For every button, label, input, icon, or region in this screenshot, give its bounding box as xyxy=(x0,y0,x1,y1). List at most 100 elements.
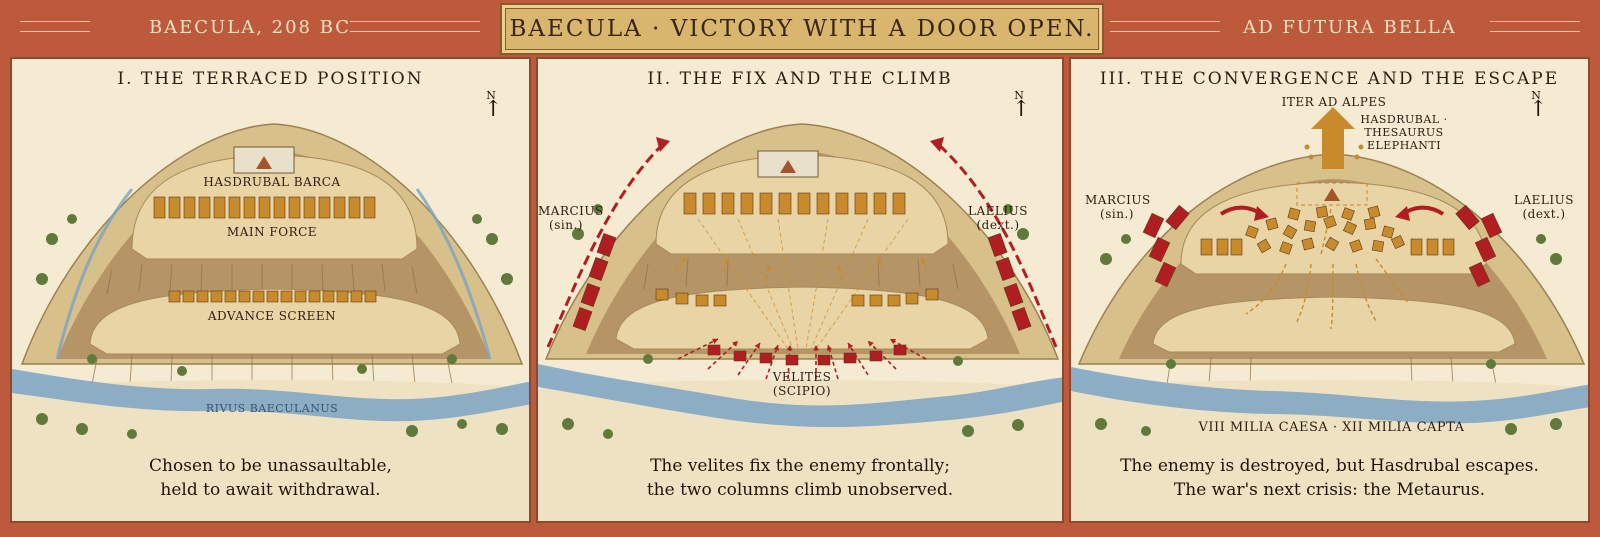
north-arrow-icon: N↑ xyxy=(484,89,503,122)
laelius-column-unit xyxy=(1480,212,1503,239)
routed-unit xyxy=(1303,219,1317,233)
routed-unit xyxy=(1371,239,1385,253)
label-marcius: MARCIUS(sin.) xyxy=(1085,193,1150,221)
label-laelius: LAELIUS(dext.) xyxy=(968,204,1028,232)
panel-2-map xyxy=(538,123,1062,521)
header-right-text: AD FUTURA BELLA xyxy=(1243,16,1457,38)
panel-2-trees xyxy=(562,204,1029,439)
marcius-column-unit xyxy=(1154,261,1177,288)
velites-arrow-head xyxy=(826,345,833,351)
advance-unit xyxy=(252,290,265,303)
laelius-column-unit xyxy=(1468,261,1491,288)
header-left-text: BAECULA, 208 BC xyxy=(148,16,352,38)
north-label: N xyxy=(486,89,496,102)
velites-arrow-head xyxy=(754,343,760,349)
main-force-unit xyxy=(1216,238,1229,256)
label-marcius-side: (sin.) xyxy=(549,218,583,232)
advance-unit xyxy=(322,290,335,303)
velites-unit xyxy=(817,354,831,366)
panel-1-river xyxy=(12,369,529,422)
main-force-unit xyxy=(333,196,346,219)
panel-2-caption: The velites fix the enemy frontally; the… xyxy=(538,454,1062,502)
label-escape-line-3: ELEPHANTI xyxy=(1366,139,1442,152)
routed-unit xyxy=(1367,205,1381,219)
velites-unit xyxy=(785,354,799,366)
label-hasdrubal-barca: HASDRUBAL BARCA xyxy=(203,175,341,189)
panel-2-river xyxy=(538,364,1062,428)
label-marcius: MARCIUS(sin.) xyxy=(538,204,603,232)
velites-unit xyxy=(893,344,907,356)
main-force-unit xyxy=(1230,238,1243,256)
laelius-column-unit xyxy=(1455,204,1480,231)
label-velites-sub: (SCIPIO) xyxy=(772,384,832,398)
routed-unit xyxy=(1390,234,1406,250)
marcius-column-unit xyxy=(1142,212,1165,239)
main-force-unit xyxy=(228,196,241,219)
velites-arrow-head xyxy=(712,338,718,344)
advance-unit xyxy=(851,294,865,307)
panel-2-units xyxy=(572,192,1032,380)
routed-unit xyxy=(1315,205,1329,219)
panel-1: I. THE TERRACED POSITION N↑ HASDRUBAL BA… xyxy=(10,57,531,523)
routed-unit xyxy=(1363,217,1377,231)
advance-unit xyxy=(713,294,727,307)
main-force-unit xyxy=(683,192,697,215)
main-force-unit xyxy=(816,192,830,215)
panel-2-caption-line-1: The velites fix the enemy frontally; xyxy=(650,456,950,476)
label-velites: VELITES(SCIPIO) xyxy=(742,370,862,398)
label-escape-line-2: THESAURUS xyxy=(1364,126,1444,139)
advance-unit xyxy=(280,290,293,303)
label-velites-name: VELITES xyxy=(772,370,832,384)
panel-3-escape-arrow xyxy=(1311,107,1355,169)
panel-2-caption-line-2: the two columns climb unobserved. xyxy=(646,480,954,500)
panel-3-caption-line-2: The war's next crisis: the Metaurus. xyxy=(1173,480,1486,500)
header-right-band: AD FUTURA BELLA xyxy=(1110,4,1590,50)
panel-1-title: I. THE TERRACED POSITION xyxy=(117,69,424,89)
label-laelius-side: (dext.) xyxy=(976,218,1020,232)
advance-unit xyxy=(350,290,363,303)
panel-1-trees xyxy=(36,214,513,439)
main-force-unit xyxy=(1410,238,1423,256)
advance-unit xyxy=(182,290,195,303)
velites-arrow xyxy=(787,344,791,380)
label-casualties: VIII MILIA CAESA · XII MILIA CAPTA xyxy=(1198,420,1465,435)
advance-arrow-head xyxy=(723,257,730,263)
velites-arrow xyxy=(765,344,779,380)
marcius-column-unit xyxy=(572,306,593,332)
main-force-unit xyxy=(854,192,868,215)
velites-unit xyxy=(733,350,747,362)
main-force-unit xyxy=(258,196,271,219)
advance-unit xyxy=(294,290,307,303)
velites-unit xyxy=(843,352,857,364)
main-force-unit xyxy=(303,196,316,219)
advance-unit xyxy=(655,288,669,301)
velites-arrow-head xyxy=(786,345,793,351)
panel-1-map xyxy=(12,123,529,521)
routed-unit xyxy=(1279,241,1293,255)
advance-unit xyxy=(224,290,237,303)
marcius-column-unit xyxy=(588,256,609,282)
panel-1-caption-line-1: Chosen to be unassaultable, xyxy=(149,456,392,476)
label-laelius-name: LAELIUS xyxy=(1514,193,1574,207)
main-force-unit xyxy=(740,192,754,215)
main-force-unit xyxy=(797,192,811,215)
velites-arrow-head xyxy=(890,339,896,345)
marcius-column-unit xyxy=(1165,204,1190,231)
panel-3-abandoned-camp xyxy=(1296,182,1368,206)
advance-unit xyxy=(675,292,689,305)
advance-unit xyxy=(168,290,181,303)
main-force-unit xyxy=(1200,238,1213,256)
velites-arrow xyxy=(827,344,839,380)
marcius-column-unit xyxy=(580,282,601,308)
main-force-unit xyxy=(183,196,196,219)
advance-arrow xyxy=(723,256,729,272)
panel-3-map xyxy=(1071,107,1588,521)
main-force-unit xyxy=(702,192,716,215)
routed-unit xyxy=(1349,239,1363,253)
advance-unit xyxy=(364,290,377,303)
main-title: BAECULA · VICTORY WITH A DOOR OPEN. xyxy=(500,3,1104,55)
panel-3-caption-line-1: The enemy is destroyed, but Hasdrubal es… xyxy=(1120,456,1539,476)
laelius-column-unit xyxy=(1011,306,1032,332)
main-force-unit xyxy=(721,192,735,215)
label-advance-screen: ADVANCE SCREEN xyxy=(207,309,337,323)
